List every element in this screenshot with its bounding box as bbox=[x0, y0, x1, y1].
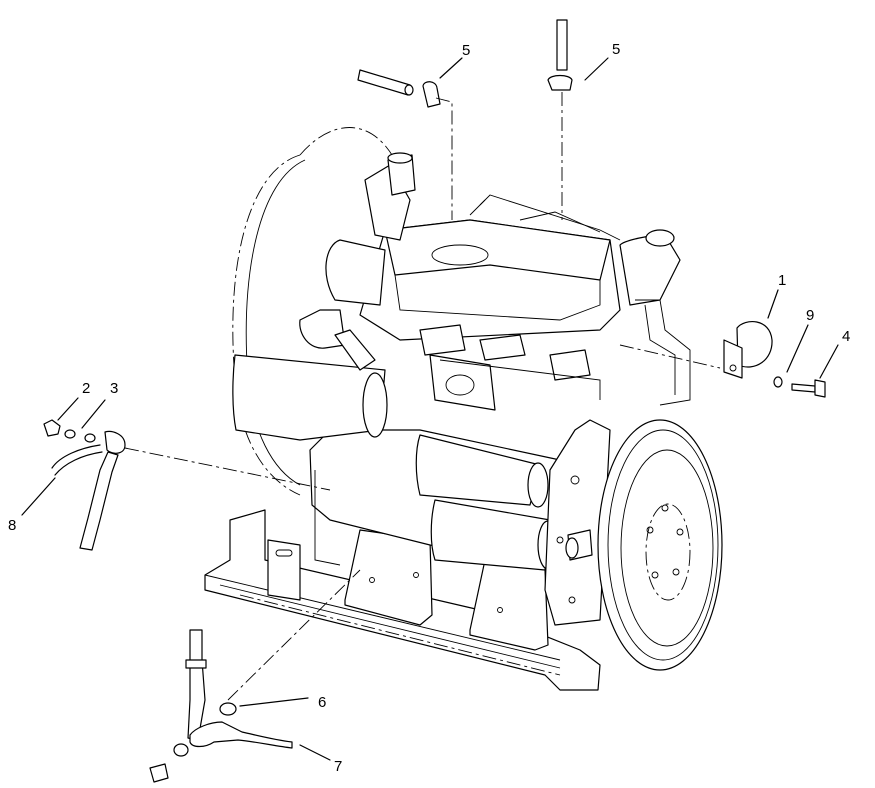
battery-cable-bottom bbox=[149, 569, 361, 783]
callout-3: 3 bbox=[110, 380, 118, 397]
callout-5-left: 5 bbox=[462, 42, 470, 59]
engine-block bbox=[204, 152, 691, 691]
callout-8: 8 bbox=[8, 517, 16, 534]
ground-cable-left bbox=[43, 419, 331, 551]
callout-7: 7 bbox=[334, 758, 342, 775]
callout-6: 6 bbox=[318, 694, 326, 711]
callout-5-top: 5 bbox=[612, 41, 620, 58]
crank-pulley bbox=[597, 419, 723, 671]
hose-left bbox=[357, 69, 453, 220]
callouts: 1 2 3 4 5 5 6 7 8 9 bbox=[8, 41, 850, 775]
callout-9: 9 bbox=[806, 307, 814, 324]
leader-lines bbox=[21, 57, 839, 761]
callout-2: 2 bbox=[82, 380, 90, 397]
callout-1: 1 bbox=[778, 272, 786, 289]
ground-bracket-right bbox=[619, 321, 826, 398]
hose-top bbox=[547, 19, 573, 220]
callout-4: 4 bbox=[842, 328, 850, 345]
